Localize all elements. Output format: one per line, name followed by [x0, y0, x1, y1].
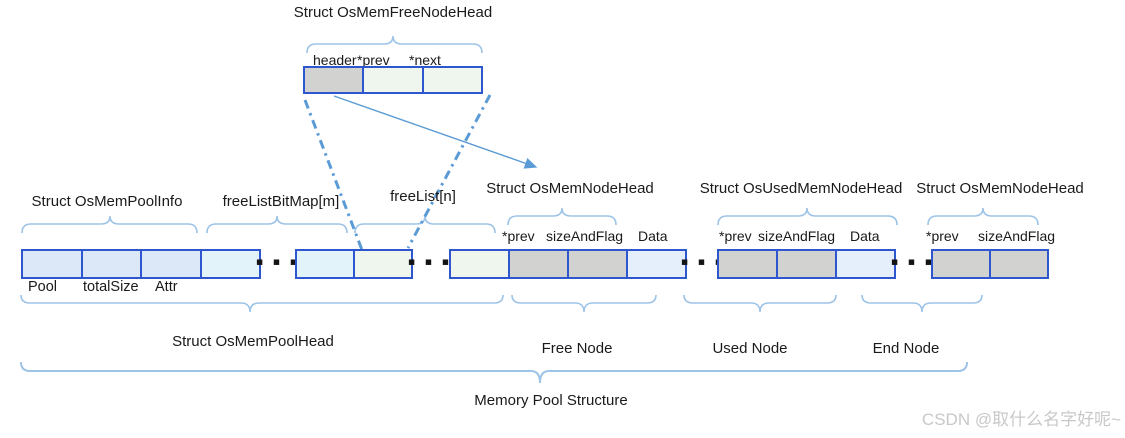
end-node-box	[931, 249, 1049, 279]
connector-dashdot-right	[406, 94, 492, 249]
free-node-head-struct-box	[303, 66, 483, 94]
brace-used-node-head	[717, 207, 898, 226]
cell-free-node-data	[628, 251, 685, 277]
arrow-header-to-node-head	[333, 95, 538, 169]
brace-free-list	[354, 215, 496, 234]
used-node-head-title: Struct OsUsedMemNodeHead	[699, 180, 903, 197]
cell-attr	[142, 251, 202, 277]
cell-prev-top	[364, 68, 424, 92]
brace-free-node-head-struct	[306, 35, 483, 54]
field-label-header: header	[313, 52, 357, 68]
freelist-and-free-node-box	[449, 249, 687, 279]
cell-end-node-sizeandflag	[991, 251, 1047, 277]
used-node-group-label: Used Node	[712, 340, 788, 357]
cell-used-node-data	[837, 251, 894, 277]
ellipsis-free-used: ▪ ▪ ▪	[680, 255, 726, 268]
pool-info-field-pool: Pool	[28, 279, 58, 295]
brace-free-list-bitmap	[206, 215, 348, 234]
pool-head-label: Struct OsMemPoolHead	[172, 333, 334, 350]
cell-freelist-first	[355, 251, 411, 277]
free-list-bitmap-label: freeListBitMap[m]	[222, 193, 340, 210]
used-node-field-sizeandflag: sizeAndFlag	[758, 228, 836, 244]
bitmap-freelist-box	[295, 249, 413, 279]
cell-free-node-prev	[510, 251, 569, 277]
free-list-label: freeList[n]	[390, 188, 456, 205]
brace-used-node-group	[683, 294, 837, 313]
free-node-head-struct-title: Struct OsMemFreeNodeHead	[293, 4, 493, 21]
cell-bitmap-first	[201, 251, 259, 277]
ellipsis-used-end: ▪ ▪ ▪	[890, 255, 936, 268]
cell-pool	[23, 251, 83, 277]
memory-pool-structure-label: Memory Pool Structure	[474, 392, 628, 409]
brace-free-node-group	[511, 294, 657, 313]
used-node-box	[717, 249, 896, 279]
cell-header	[305, 68, 365, 92]
cell-used-node-sizeandflag	[778, 251, 837, 277]
field-label-next-top: *next	[409, 52, 441, 68]
pool-info-field-totalsize: totalSize	[83, 279, 139, 295]
cell-end-node-prev	[933, 251, 991, 277]
brace-pool-info	[21, 215, 198, 234]
brace-memory-pool-structure	[20, 361, 968, 384]
brace-pool-head	[20, 294, 504, 313]
cell-next-top	[423, 68, 481, 92]
cell-used-node-prev	[719, 251, 778, 277]
free-node-field-data: Data	[638, 228, 668, 244]
pool-info-title: Struct OsMemPoolInfo	[31, 193, 183, 210]
free-node-field-sizeandflag: sizeAndFlag	[546, 228, 624, 244]
field-label-prev-top: *prev	[357, 52, 390, 68]
free-node-group-label: Free Node	[541, 340, 613, 357]
used-node-field-data: Data	[850, 228, 880, 244]
brace-end-node-head	[927, 207, 1039, 226]
used-node-field-prev: *prev	[719, 228, 752, 244]
connector-dashdot-left	[303, 99, 364, 251]
ellipsis-bitmap: ▪ ▪ ▪	[255, 255, 301, 268]
cell-freelist-last	[451, 251, 510, 277]
pool-info-and-bitmap-box	[21, 249, 261, 279]
cell-free-node-sizeandflag	[569, 251, 628, 277]
cell-bitmap-last	[297, 251, 355, 277]
end-node-field-prev: *prev	[926, 228, 959, 244]
csdn-watermark: CSDN @取什么名字好呢~	[921, 410, 1121, 429]
ellipsis-freelist: ▪ ▪ ▪	[407, 255, 453, 268]
end-node-head-title: Struct OsMemNodeHead	[916, 180, 1084, 197]
brace-free-node-head	[507, 207, 617, 226]
free-node-field-prev: *prev	[502, 228, 535, 244]
cell-totalsize	[82, 251, 142, 277]
free-node-head-title: Struct OsMemNodeHead	[486, 180, 654, 197]
end-node-group-label: End Node	[872, 340, 940, 357]
end-node-field-sizeandflag: sizeAndFlag	[978, 228, 1056, 244]
pool-info-field-attr: Attr	[155, 279, 178, 295]
brace-end-node-group	[861, 294, 983, 313]
